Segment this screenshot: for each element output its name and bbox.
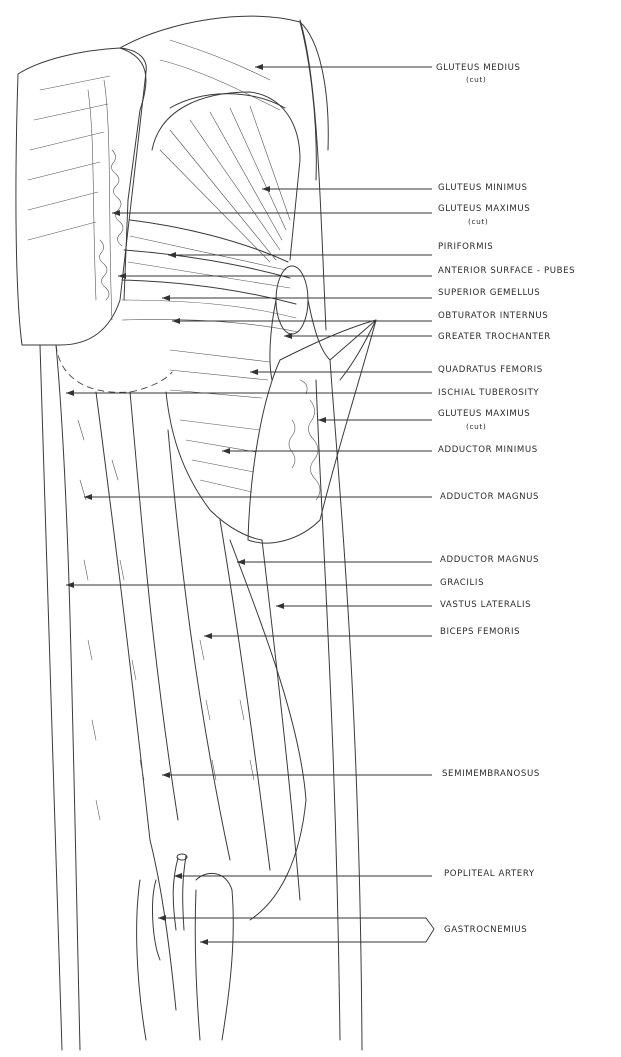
- label-adductor-minimus: ADDUCTOR MINIMUS: [438, 445, 538, 455]
- label-gluteus-medius: GLUTEUS MEDIUS: [436, 63, 521, 73]
- label-adductor-magnus-lower: ADDUCTOR MAGNUS: [440, 555, 539, 565]
- gluteus-maximus-lower-flap: [248, 320, 376, 543]
- label-superior-gemellus: SUPERIOR GEMELLUS: [438, 288, 540, 298]
- ischial-tuberosity-dotted: [56, 345, 172, 392]
- popliteal-artery-vessel: [173, 858, 178, 930]
- thigh-illustration: [16, 16, 376, 1050]
- thigh-medial-contour: [40, 345, 62, 1050]
- label-vastus-lateralis: VASTUS LATERALIS: [440, 600, 531, 610]
- label-anterior-surface-pubes: ANTERIOR SURFACE - PUBES: [438, 266, 575, 276]
- label-ischial-tuberosity: ISCHIAL TUBEROSITY: [438, 388, 539, 398]
- label-semimembranosus: SEMIMEMBRANOSUS: [442, 769, 540, 779]
- label-gluteus-minimus: GLUTEUS MINIMUS: [438, 183, 528, 193]
- label-gluteus-maximus-lower: GLUTEUS MAXIMUS: [438, 409, 530, 419]
- gastrocnemius-heads: [153, 873, 234, 1040]
- label-obturator-internus: OBTURATOR INTERNUS: [438, 311, 548, 321]
- label-biceps-femoris: BICEPS FEMORIS: [440, 627, 520, 637]
- biceps-femoris-outline: [230, 540, 306, 920]
- label-popliteal-artery: POPLITEAL ARTERY: [444, 869, 535, 879]
- label-quadratus-femoris: QUADRATUS FEMORIS: [438, 365, 543, 375]
- labels: GLUTEUS MEDIUS (cut) GLUTEUS MINIMUS GLU…: [436, 63, 575, 935]
- label-greater-trochanter: GREATER TROCHANTER: [438, 332, 551, 342]
- label-gluteus-medius-sub: (cut): [466, 75, 486, 84]
- label-piriformis: PIRIFORMIS: [438, 242, 493, 252]
- gluteus-minimus-outline: [152, 92, 300, 260]
- label-adductor-magnus-upper: ADDUCTOR MAGNUS: [440, 492, 539, 502]
- label-gluteus-maximus-upper: GLUTEUS MAXIMUS: [438, 204, 530, 214]
- label-gastrocnemius: GASTROCNEMIUS: [444, 925, 527, 935]
- label-gluteus-maximus-lower-sub: (cut): [466, 422, 486, 431]
- label-gluteus-maximus-upper-sub: (cut): [468, 217, 488, 226]
- label-gracilis: GRACILIS: [440, 578, 484, 588]
